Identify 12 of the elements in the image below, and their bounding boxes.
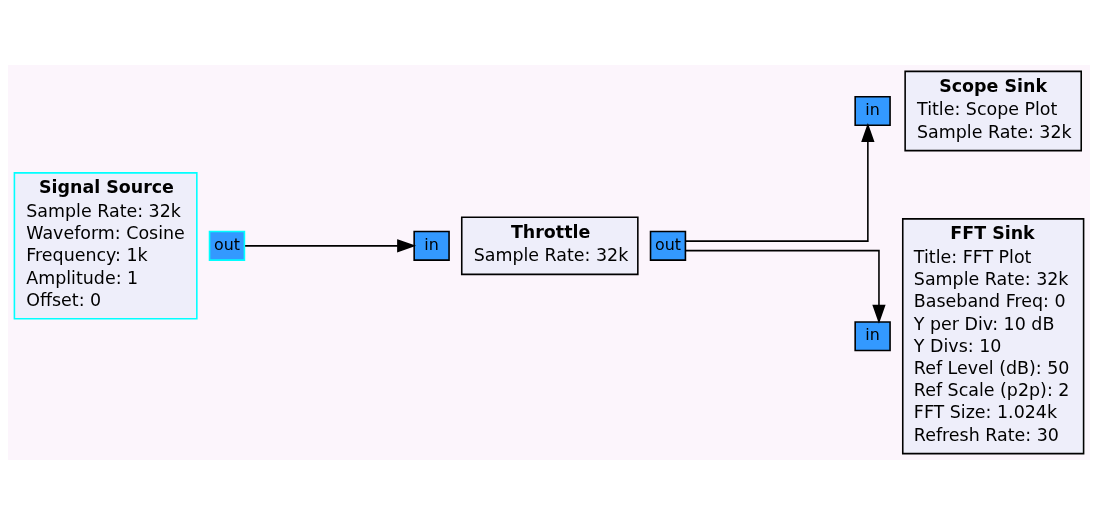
node-box: Throttle Sample Rate: 32k	[460, 216, 639, 276]
node-box: in	[413, 230, 450, 261]
node-box: in	[854, 321, 891, 352]
node-box: in	[854, 95, 891, 127]
arrow	[244, 239, 417, 253]
arrow	[685, 249, 886, 324]
node-box: Signal Source Sample Rate: 32k Waveform: Cosine Frequency: 1k Amplitude: 1 Offset: 0	[13, 172, 198, 320]
node-box: out	[649, 230, 687, 261]
node-box: FFT Sink Title: FFT Plot Sample Rate: 32k Baseband Freq: 0 Y per Div: 10 dB Y Divs: 10 Ref Level (dB): 50 Ref Scale (p2p): 2 FFT Size: 1.024k Refresh Rate: 30	[901, 218, 1085, 455]
arrow	[684, 123, 875, 242]
node-box: out	[208, 230, 246, 261]
node-box: Scope Sink Title: Scope Plot Sample Rate: 32k	[904, 70, 1082, 152]
